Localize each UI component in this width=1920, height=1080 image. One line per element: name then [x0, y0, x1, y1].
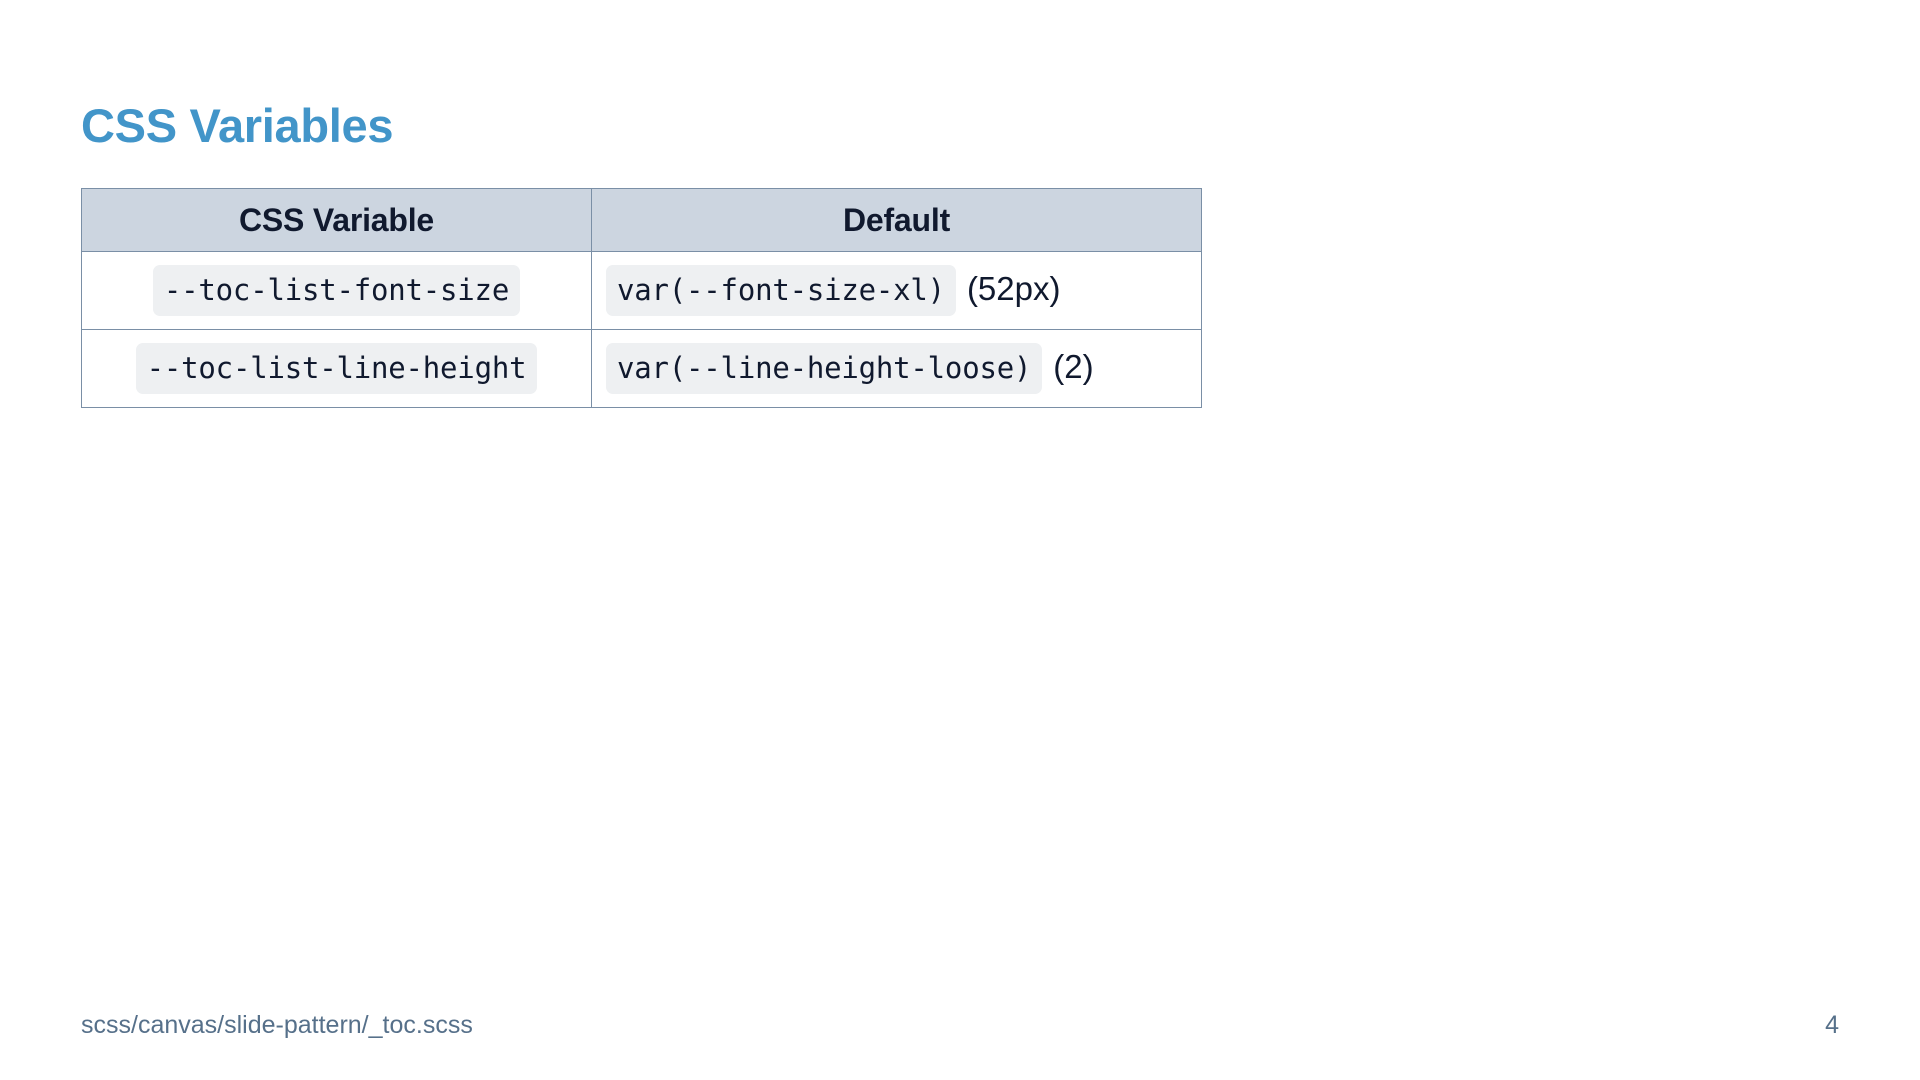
column-header-default: Default: [591, 188, 1202, 252]
default-note: (2): [1053, 348, 1094, 386]
cell-default-value: var(--font-size-xl) (52px): [591, 251, 1202, 330]
page-title: CSS Variables: [81, 99, 394, 153]
default-note: (52px): [966, 270, 1061, 308]
table-header: CSS Variable Default: [81, 188, 1202, 252]
cell-variable-name: --toc-list-line-height: [81, 329, 592, 408]
table-row: --toc-list-line-height var(--line-height…: [81, 329, 1202, 408]
code-chip-default: var(--line-height-loose): [606, 343, 1043, 394]
cell-default-value: var(--line-height-loose) (2): [591, 329, 1202, 408]
table-row: --toc-list-font-size var(--font-size-xl)…: [81, 251, 1202, 330]
cell-variable-name: --toc-list-font-size: [81, 251, 592, 330]
column-header-css-variable: CSS Variable: [81, 188, 592, 252]
code-chip-variable: --toc-list-line-height: [135, 343, 538, 394]
css-variables-table-container: CSS Variable Default --toc-list-font-siz…: [81, 188, 1202, 408]
code-chip-variable: --toc-list-font-size: [152, 265, 521, 316]
css-variables-table: CSS Variable Default --toc-list-font-siz…: [81, 188, 1202, 408]
footer-source-path: scss/canvas/slide-pattern/_toc.scss: [81, 1010, 473, 1039]
table-header-row: CSS Variable Default: [81, 188, 1202, 252]
code-chip-default: var(--font-size-xl): [606, 265, 956, 316]
slide-footer: scss/canvas/slide-pattern/_toc.scss 4: [81, 1008, 1839, 1042]
footer-page-number: 4: [1825, 1010, 1839, 1039]
table-body: --toc-list-font-size var(--font-size-xl)…: [81, 251, 1202, 408]
